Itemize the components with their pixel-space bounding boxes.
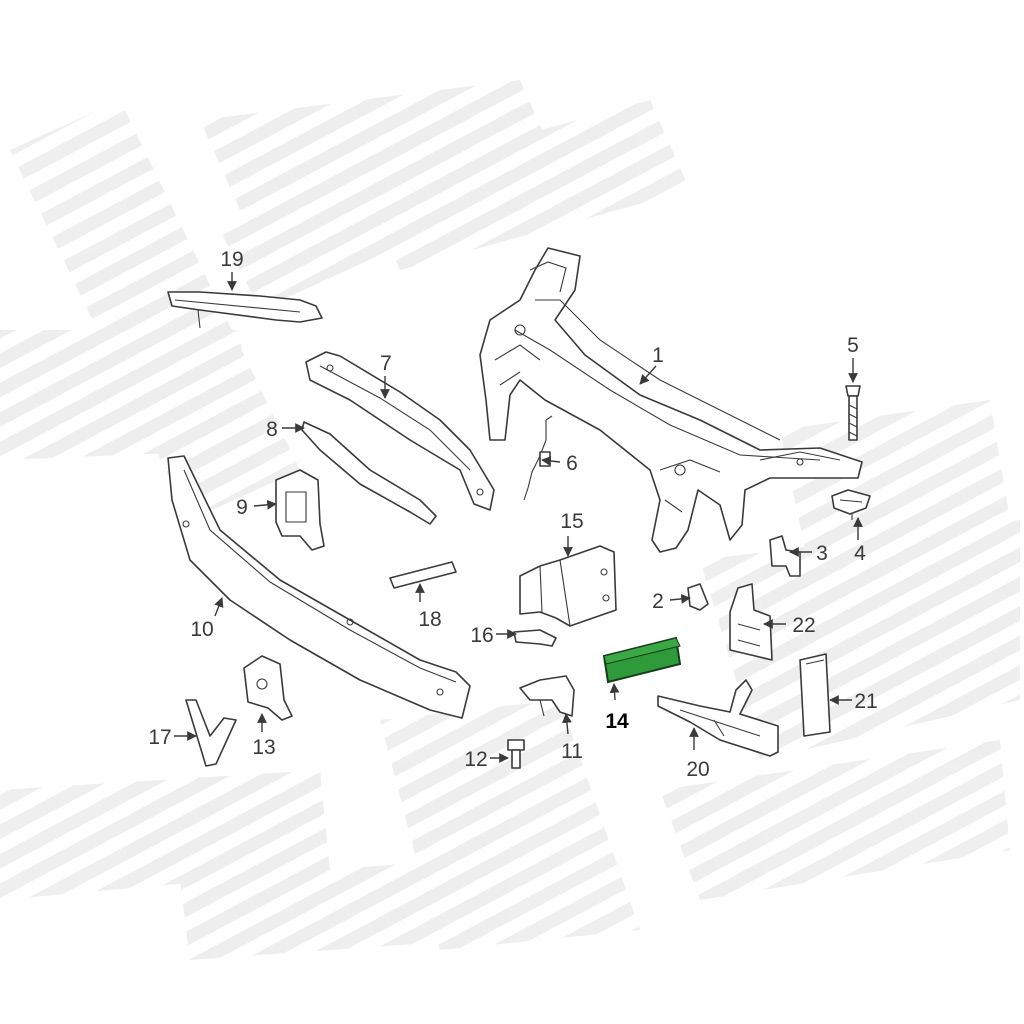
callout-6: 6 [566, 452, 578, 475]
leader-9 [253, 499, 277, 510]
part-5-bolt[interactable] [845, 385, 861, 441]
callout-15: 15 [560, 510, 583, 533]
callout-11: 11 [561, 740, 583, 763]
part-20-support-bracket[interactable] [657, 679, 779, 757]
part-9-bracket[interactable] [275, 469, 325, 551]
leader-14 [609, 683, 620, 701]
part-1-front-carrier[interactable] [479, 247, 863, 553]
callout-19: 19 [220, 248, 243, 271]
part-19-upper-trim[interactable] [167, 291, 323, 329]
part-21-side-member[interactable] [799, 653, 831, 737]
leader-2 [669, 594, 691, 604]
part-10-bumper-beam[interactable] [167, 455, 471, 719]
callout-18: 18 [418, 608, 441, 631]
callout-8: 8 [266, 418, 278, 441]
part-18-trim-strip[interactable] [389, 561, 457, 589]
part-13-bracket[interactable] [243, 655, 293, 721]
leader-1 [639, 365, 657, 385]
callout-3: 3 [816, 542, 828, 565]
part-11-bracket[interactable] [519, 675, 575, 717]
callout-20: 20 [686, 758, 709, 781]
part-4-clip[interactable] [831, 489, 871, 520]
callout-1: 1 [652, 344, 664, 367]
callout-7: 7 [380, 352, 392, 375]
part-6-cable[interactable] [523, 415, 553, 501]
part-8-strip[interactable] [301, 421, 437, 525]
callout-16: 16 [470, 624, 493, 647]
callout-9: 9 [236, 496, 248, 519]
callout-2: 2 [652, 590, 664, 613]
part-22-bracket[interactable] [729, 583, 773, 661]
leader-11 [562, 713, 572, 735]
callout-21: 21 [854, 690, 877, 713]
leader-10 [214, 597, 224, 617]
callout-22: 22 [792, 614, 815, 637]
callout-14: 14 [605, 710, 629, 733]
callout-12: 12 [464, 748, 487, 771]
part-15-mount-bracket[interactable] [519, 545, 617, 627]
callout-17: 17 [148, 726, 171, 749]
callout-4: 4 [854, 542, 866, 565]
callout-5: 5 [847, 334, 859, 357]
callout-labels: 19 7 8 9 10 1 6 5 4 3 2 22 21 20 14 15 1… [148, 248, 877, 781]
part-3-bracket[interactable] [769, 535, 801, 577]
part-17-v-bracket[interactable] [185, 699, 237, 767]
leader-6 [541, 456, 561, 466]
part-16-strap[interactable] [513, 629, 557, 647]
part-7-reinforcement[interactable] [305, 351, 495, 511]
part-14-highlighted-block[interactable] [602, 636, 682, 684]
part-12-bolt[interactable] [507, 739, 525, 769]
part-2-clip[interactable] [687, 583, 709, 611]
callout-13: 13 [252, 736, 275, 759]
watermark [0, 80, 1020, 960]
callout-10: 10 [190, 618, 213, 641]
leader-lines [174, 272, 863, 763]
